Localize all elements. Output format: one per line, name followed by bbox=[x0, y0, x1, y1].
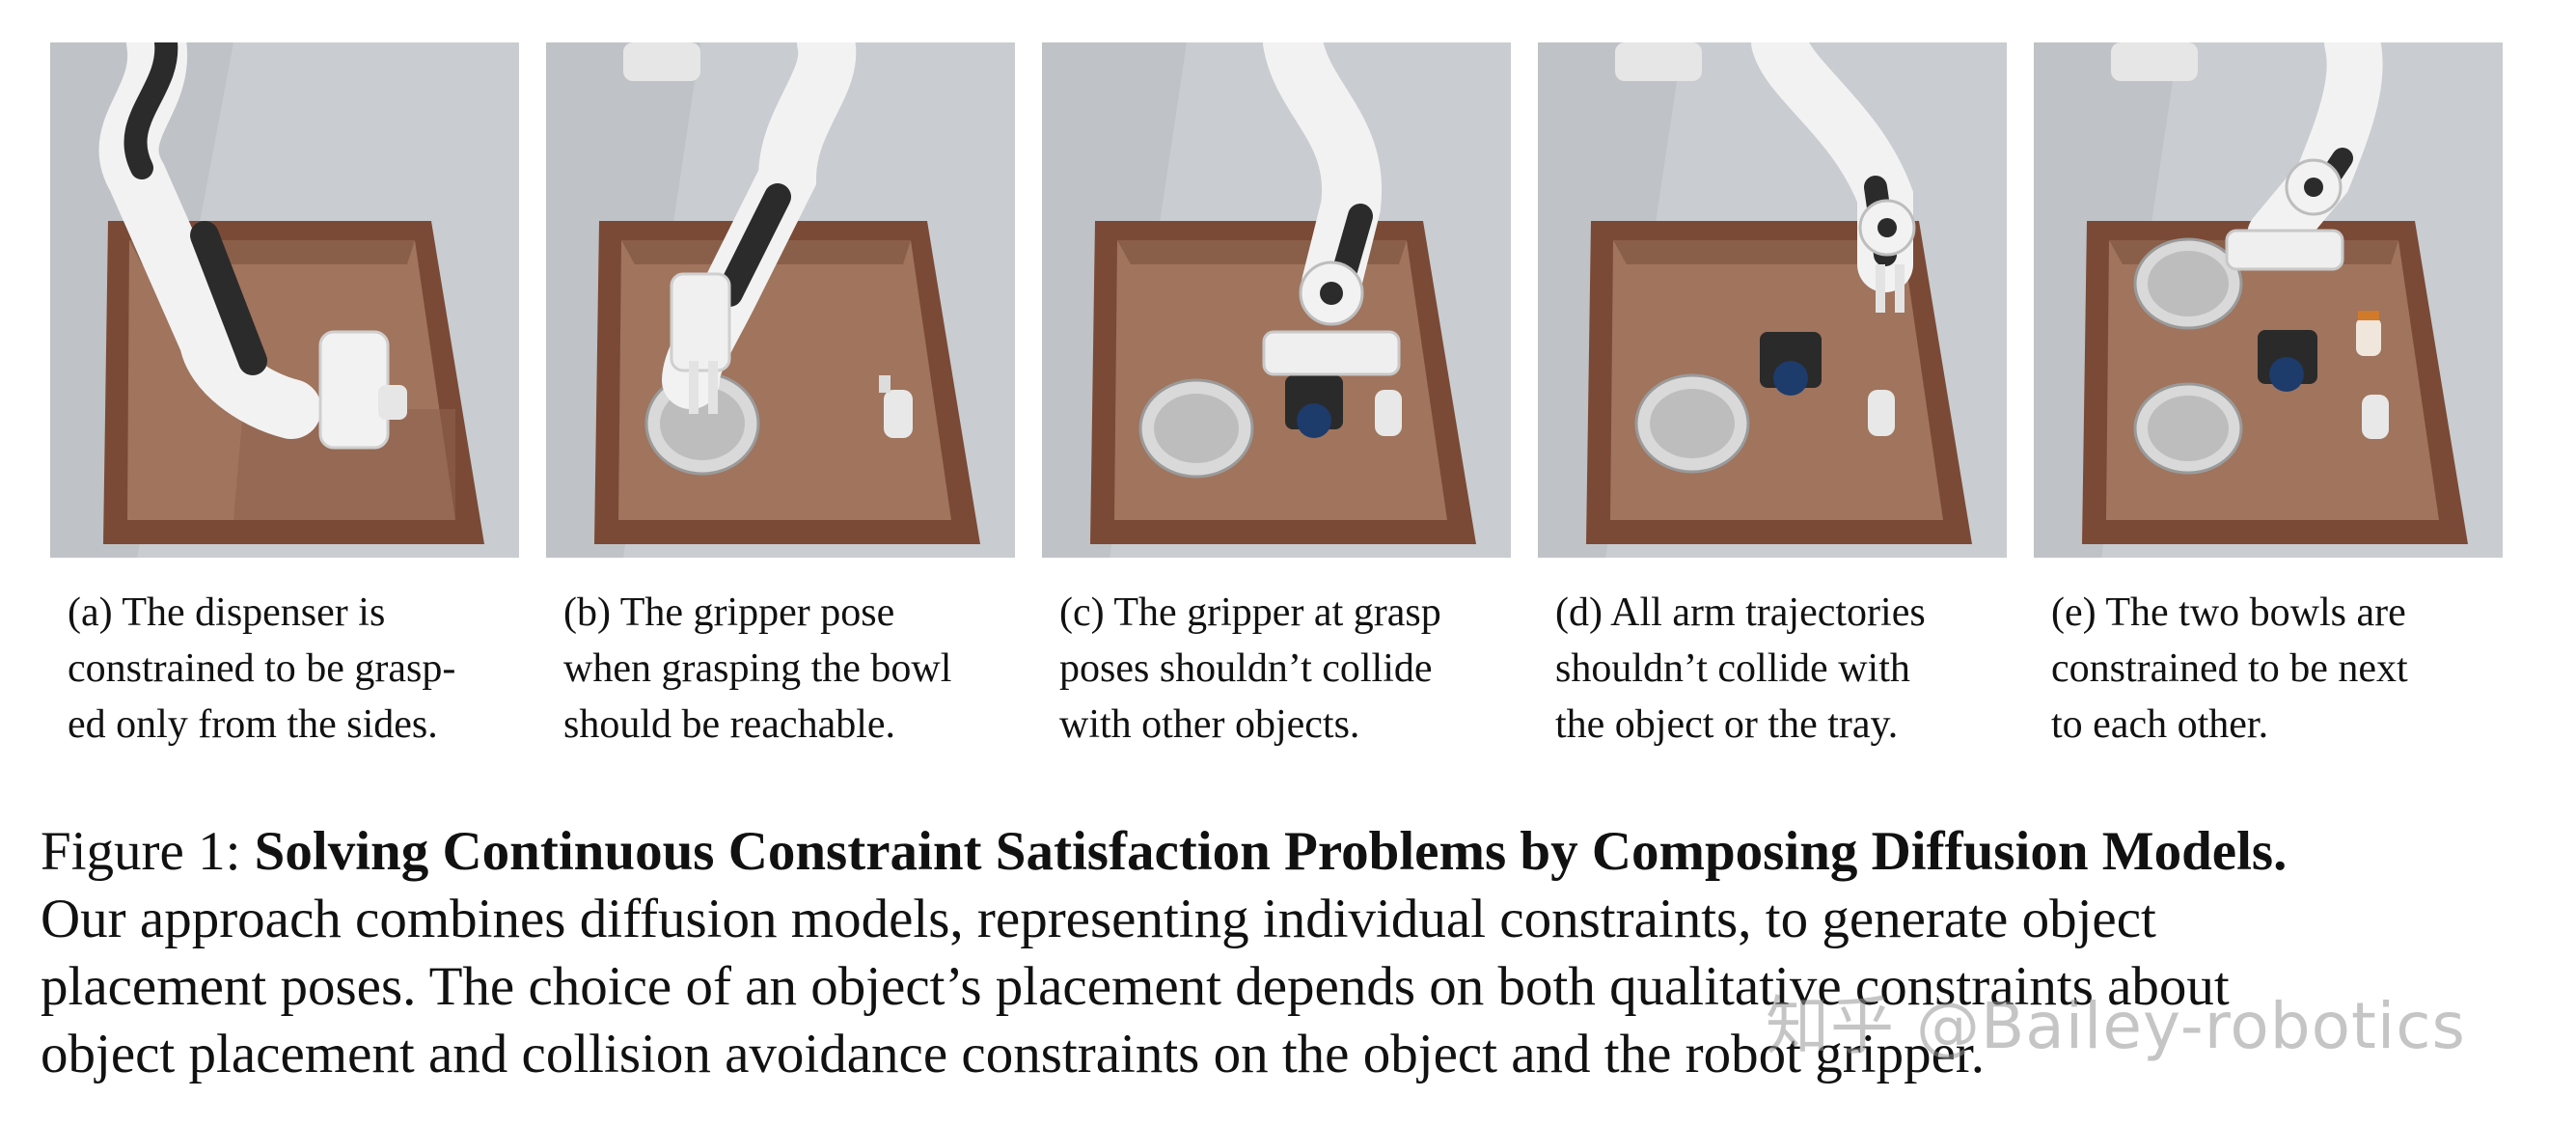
caption-line: with other objects. bbox=[1059, 702, 1360, 747]
caption-line: constrained to be grasp- bbox=[68, 646, 456, 691]
caption-line: (c) The gripper at grasp bbox=[1059, 590, 1441, 635]
figure-panels: (a) The dispenser is constrained to be g… bbox=[50, 42, 2503, 747]
panel-e-scene bbox=[2034, 42, 2503, 558]
figure-caption-body-line: Our approach combines diffusion models, … bbox=[41, 889, 2156, 949]
caption-line: (e) The two bowls are bbox=[2051, 590, 2406, 635]
panel-d-caption: (d) All arm trajectories shouldn’t colli… bbox=[1555, 585, 2009, 753]
figure-caption-body-line: object placement and collision avoidance… bbox=[41, 1024, 1985, 1084]
panel-d: (d) All arm trajectories shouldn’t colli… bbox=[1538, 42, 2007, 747]
caption-line: the object or the tray. bbox=[1555, 702, 1899, 747]
caption-line: (b) The gripper pose bbox=[563, 590, 895, 635]
caption-line: when grasping the bowl bbox=[563, 646, 952, 691]
panel-c: (c) The gripper at grasp poses shouldn’t… bbox=[1042, 42, 1511, 747]
caption-line: to each other. bbox=[2051, 702, 2269, 747]
panel-e: (e) The two bowls are constrained to be … bbox=[2034, 42, 2503, 747]
panel-b: (b) The gripper pose when grasping the b… bbox=[546, 42, 1015, 747]
figure-label: Figure 1: bbox=[41, 821, 241, 882]
panel-c-scene bbox=[1042, 42, 1511, 558]
caption-line: (a) The dispenser is bbox=[68, 590, 386, 635]
panel-a: (a) The dispenser is constrained to be g… bbox=[50, 42, 519, 747]
figure-title: Solving Continuous Constraint Satisfacti… bbox=[254, 821, 2288, 882]
caption-line: shouldn’t collide with bbox=[1555, 646, 1910, 691]
panel-e-caption: (e) The two bowls are constrained to be … bbox=[2051, 585, 2505, 753]
figure-caption-heading: Figure 1: Solving Continuous Constraint … bbox=[41, 818, 2549, 886]
panel-d-scene bbox=[1538, 42, 2007, 558]
figure-caption: Figure 1: Solving Continuous Constraint … bbox=[41, 818, 2549, 1088]
caption-line: ed only from the sides. bbox=[68, 702, 438, 747]
panel-c-caption: (c) The gripper at grasp poses shouldn’t… bbox=[1059, 585, 1513, 753]
panel-a-caption: (a) The dispenser is constrained to be g… bbox=[68, 585, 521, 753]
panel-b-caption: (b) The gripper pose when grasping the b… bbox=[563, 585, 1017, 753]
caption-line: should be reachable. bbox=[563, 702, 896, 747]
panel-b-scene bbox=[546, 42, 1015, 558]
caption-line: (d) All arm trajectories bbox=[1555, 590, 1926, 635]
figure-caption-body-line: placement poses. The choice of an object… bbox=[41, 956, 2230, 1017]
watermark: 知乎 @Bailey-robotics bbox=[1766, 989, 2466, 1063]
caption-line: constrained to be next bbox=[2051, 646, 2408, 691]
panel-a-scene bbox=[50, 42, 519, 558]
caption-line: poses shouldn’t collide bbox=[1059, 646, 1433, 691]
